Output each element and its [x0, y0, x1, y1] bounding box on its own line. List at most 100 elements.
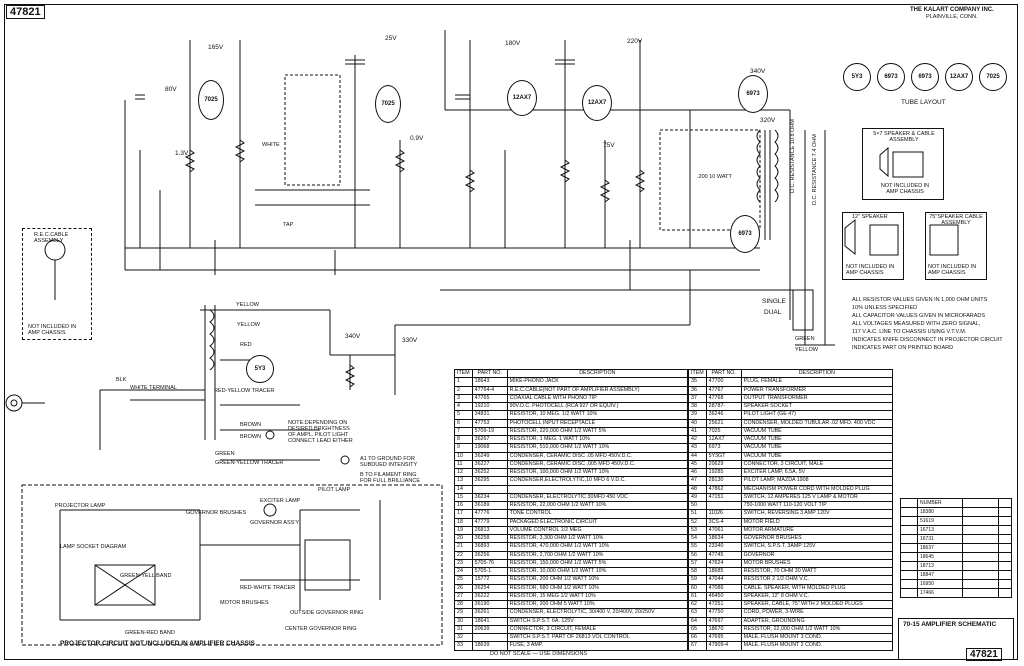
- parts-row: 14: [454, 484, 689, 494]
- parts-cell-part-no: [471, 484, 508, 494]
- voltage-label: 165V: [208, 44, 224, 51]
- parts-cell-part-no: 18639: [471, 641, 508, 651]
- parts-cell-part-no: 28130: [705, 476, 742, 486]
- revision-number: 18713: [917, 561, 963, 571]
- parts-cell-part-no: 15772: [471, 575, 508, 585]
- parts-cell-description: RESISTOR, 10,000 OHM 1/2 WATT 10%: [506, 566, 689, 577]
- note-line: 10% UNLESS SPECIFIED: [852, 305, 918, 311]
- parts-cell-item: 68: [688, 649, 707, 651]
- company-name: THE KALART COMPANY INC.: [910, 7, 994, 13]
- parts-cell-item: 5: [454, 410, 473, 420]
- parts-cell-item: 48: [688, 484, 707, 494]
- speaker-12-title: 12" SPEAKER: [852, 214, 888, 220]
- parts-cell-item: 66: [688, 632, 707, 643]
- parts-cell-item: 54: [688, 533, 707, 544]
- motor-brushes-label: MOTOR BRUSHES: [220, 600, 269, 606]
- voltage-label: 1.3V: [175, 150, 189, 157]
- wire-label: BLK: [116, 377, 127, 383]
- wire-label: YELLOW: [237, 322, 260, 328]
- wire-label: WHITE TERMINAL: [130, 385, 177, 391]
- revision-letter: [900, 525, 918, 535]
- rec-cable-note: NOT INCLUDED IN AMP CHASSIS: [28, 324, 77, 336]
- projector-note: PROJECTOR CIRCUIT NOT INCLUDED IN AMPLIF…: [60, 640, 256, 647]
- note-line: 117 V.A.C. LINE TO CHASSIS USING V.T.V.M…: [852, 329, 967, 335]
- tube-layout-5y3: 5Y3: [843, 63, 871, 91]
- parts-cell-item: 9: [454, 443, 473, 453]
- parts-cell-part-no: 34831: [471, 410, 508, 420]
- revision-number: 18847: [917, 570, 963, 580]
- parts-cell-description: RESISTOR, 22,000 OHM 1/2 WATT 10%: [506, 500, 689, 511]
- revision-row: 18637: [900, 543, 1012, 553]
- revision-row: 16713: [900, 525, 1012, 535]
- parts-cell-part-no: 47745: [705, 550, 742, 560]
- note-a1: A1 TO GROUND FOR SUBDUED INTENSITY: [360, 456, 418, 468]
- parts-cell-part-no: 36261: [471, 608, 508, 618]
- parts-cell-item: 16: [454, 500, 473, 511]
- parts-cell-item: 38: [688, 401, 707, 412]
- note-line: ALL VOLTAGES MEASURED WITH ZERO SIGNAL,: [852, 321, 981, 327]
- parts-cell-part-no: 47251: [705, 599, 742, 610]
- parts-cell-item: 22: [454, 550, 473, 560]
- revision-letter: [900, 552, 918, 562]
- revision-letter: [900, 570, 918, 580]
- wire-label: BROWN: [240, 434, 262, 440]
- parts-cell-description: VOLUME CONTROL 1/2 MEG: [506, 525, 689, 536]
- parts-cell-part-no: 47700: [705, 377, 742, 387]
- parts-cell-item: 25: [454, 575, 473, 585]
- note-line: ALL CAPACITOR VALUES GIVEN IN MICROFARAD…: [852, 313, 986, 319]
- voltage-label: 330V: [402, 337, 418, 344]
- parts-cell-description: CONDENSER, MOLDED TUBULAR .02 MFD. 400 V…: [740, 418, 893, 428]
- tube-12ax7-a: 12AX7: [507, 80, 537, 116]
- voltage-label: 75V: [603, 142, 615, 149]
- col-description: DESCRIPTION: [506, 369, 689, 379]
- speaker-5x7-note: NOT INCLUDED IN AMP CHASSIS: [880, 183, 930, 195]
- wire-label: GREEN-YELLOW TRACER: [215, 460, 284, 466]
- parts-cell-description: RESISTOR, 200 OHM 5 WATT 10%: [506, 599, 689, 610]
- revision-desc: [962, 507, 999, 517]
- parts-cell-part-no: 47751: [471, 649, 508, 651]
- parts-cell-item: 19: [454, 525, 473, 536]
- revision-check: [998, 561, 1012, 571]
- revision-check: [998, 516, 1012, 526]
- parts-cell-item: 60: [688, 583, 707, 593]
- parts-cell-description: RESISTOR, 150,000 OHM 1/2 WATT 5%: [506, 558, 689, 569]
- revision-check: [998, 579, 1012, 589]
- parts-cell-item: 14: [454, 484, 473, 494]
- parts-cell-part-no: 36222: [471, 591, 508, 602]
- parts-cell-item: 3: [454, 393, 473, 404]
- parts-cell-description: VACUUM TUBE: [740, 451, 893, 461]
- parts-cell-part-no: 47061: [705, 525, 742, 536]
- parts-cell-description: OUTPUT TRANSFORMER: [740, 393, 893, 404]
- revision-check: [998, 534, 1012, 544]
- revision-row: 51619: [900, 516, 1012, 526]
- parts-cell-item: 32: [454, 632, 473, 643]
- revision-letter: [900, 516, 918, 526]
- rec-cable-title: R.E.C.CABLE ASSEMBLY: [34, 232, 69, 244]
- parts-cell-item: 65: [688, 624, 707, 635]
- parts-cell-description: CABLE, SPEAKER, WITH MOLDED PLUG: [740, 583, 893, 593]
- parts-cell-item: 11: [454, 459, 473, 470]
- voltage-label: 180V: [505, 40, 521, 47]
- parts-cell-description: RESISTOR 2 1/2 OHM V.C.: [740, 575, 893, 585]
- projector-lamp-label: PROJECTOR LAMP: [55, 503, 106, 509]
- parts-cell-item: 52: [688, 517, 707, 527]
- parts-cell-description: RESISTOR, 200 OHM 1/2 WATT 10%: [506, 575, 689, 585]
